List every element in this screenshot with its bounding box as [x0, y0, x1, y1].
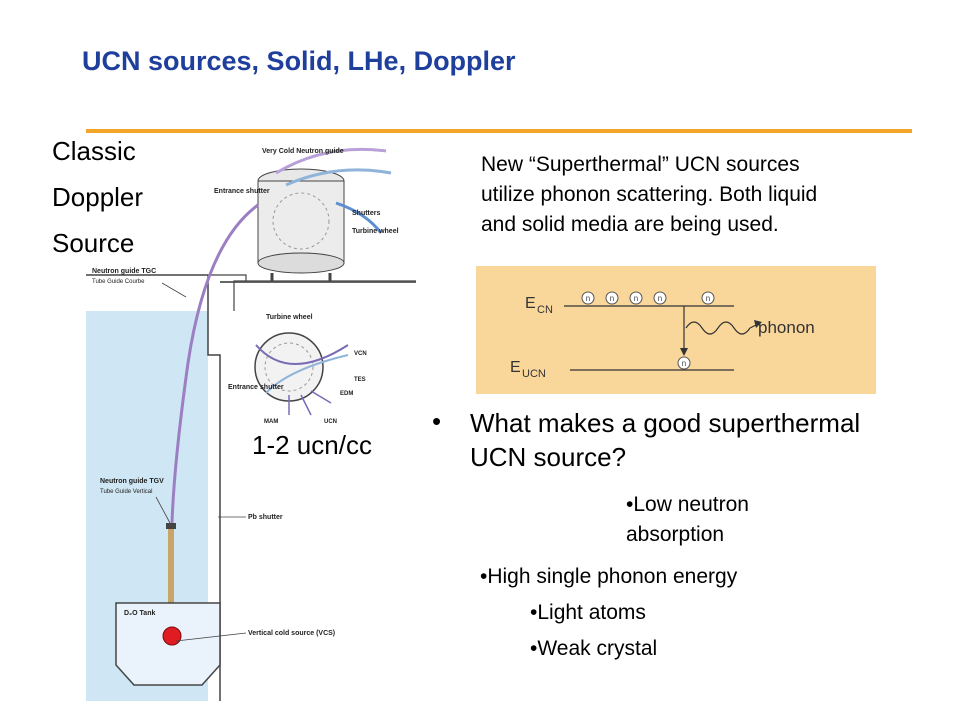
question-text: What makes a good superthermal UCN sourc…: [470, 408, 861, 472]
phonon-label: phonon: [758, 318, 815, 337]
label-vcs: Vertical cold source (VCS): [248, 630, 335, 637]
label-d2o-tank: D₂O Tank: [124, 610, 155, 617]
intro-line-1: New “Superthermal” UCN sources: [481, 153, 800, 176]
label-guide-tgv: Neutron guide TGV: [100, 478, 164, 485]
label-turbine-wheel: Turbine wheel: [352, 228, 399, 235]
label-entrance-shutter: Entrance shutter: [214, 188, 270, 195]
word-doppler: Doppler: [52, 182, 144, 212]
sub-bullet-absorption: absorption: [626, 523, 725, 546]
label-vcn-guide: Very Cold Neutron guide: [262, 148, 344, 155]
label-edm: EDM: [340, 391, 353, 397]
sub-bullet-light-atoms: •Light atoms: [530, 601, 646, 624]
rate-label: 1-2 ucn/cc: [252, 430, 372, 460]
label-guide-tgc: Neutron guide TGC: [92, 268, 156, 275]
label-entrance-shutter-2: Entrance shutter: [228, 384, 284, 391]
label-vcn: VCN: [354, 351, 367, 357]
intro-line-3: and solid media are being used.: [481, 213, 779, 236]
word-classic: Classic: [52, 136, 136, 166]
neutron-1: n: [586, 294, 590, 303]
e-cn-label: E: [525, 295, 536, 312]
sub-bullet-low-neutron: •Low neutron: [626, 493, 749, 516]
sub-bullet-phonon-energy: •High single phonon energy: [480, 565, 738, 588]
label-tes: TES: [354, 377, 366, 383]
neutron-ucn: n: [682, 359, 686, 368]
slide-title: UCN sources, Solid, LHe, Doppler: [82, 46, 516, 76]
sub-bullet-weak-crystal: •Weak crystal: [530, 637, 658, 660]
intro-line-2: utilize phonon scattering. Both liquid: [481, 183, 818, 206]
label-guide-tgc-sub: Tube Guide Courbe: [92, 279, 145, 285]
neutron-3: n: [634, 294, 638, 303]
label-mam: MAM: [264, 419, 278, 425]
e-ucn-label: E: [510, 359, 521, 376]
label-guide-tgv-sub: Tube Guide Vertical: [100, 489, 152, 495]
doppler-source-schematic: Very Cold Neutron guide Entrance shutter…: [86, 147, 416, 701]
neutron-2: n: [610, 294, 614, 303]
neutron-4: n: [658, 294, 662, 303]
intro-paragraph: New “Superthermal” UCN sources utilize p…: [481, 150, 931, 240]
e-cn-subscript: CN: [537, 304, 553, 316]
e-ucn-subscript: UCN: [522, 368, 546, 380]
label-ucn: UCN: [324, 419, 337, 425]
energy-level-diagram: n n n n n n E CN E UCN phonon: [476, 266, 876, 394]
title-rule: [86, 129, 912, 133]
label-pb-shutter: Pb shutter: [248, 514, 283, 521]
neutron-5: n: [706, 294, 710, 303]
label-turbine-wheel-2: Turbine wheel: [266, 314, 313, 321]
label-shutters: Shutters: [352, 210, 381, 217]
word-source: Source: [52, 228, 135, 258]
question-bullet-mark: •: [432, 406, 442, 436]
